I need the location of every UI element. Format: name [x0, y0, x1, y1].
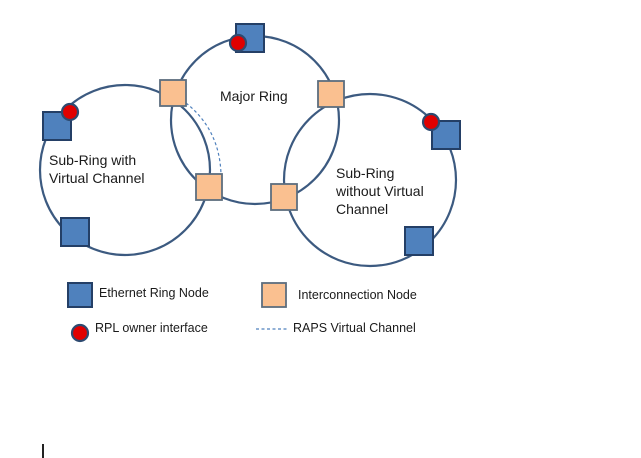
sub-ring-with-label-line1: Sub-Ring with [49, 152, 136, 168]
legend-rpl-owner-label: RPL owner interface [95, 321, 208, 335]
sub-ring-without-label-line3: Channel [336, 201, 388, 217]
legend-interconnection-node-label: Interconnection Node [298, 288, 417, 302]
rpl-owner-interface [60, 102, 80, 122]
sub-ring-with-virtual-channel [38, 83, 212, 257]
rpl-owner-interface [228, 33, 248, 53]
ethernet-ring-node [404, 226, 434, 256]
legend: Ethernet Ring Node Interconnection Node … [67, 282, 417, 343]
interconnection-node [159, 79, 187, 107]
ethernet-ring-node [60, 217, 90, 247]
sub-ring-with-label-line2: Virtual Channel [49, 170, 144, 186]
sub-ring-without-label-line1: Sub-Ring [336, 165, 394, 181]
legend-interconnection-node-icon [261, 282, 287, 308]
interconnection-node [317, 80, 345, 108]
sub-ring-without-virtual-channel [282, 92, 458, 268]
legend-ethernet-node-icon [67, 282, 93, 308]
major-ring-label: Major Ring [220, 88, 288, 104]
raps-virtual-channel-line [185, 102, 222, 176]
sub-ring-without-label-line2: without Virtual [335, 183, 424, 199]
rpl-owner-interface [421, 112, 441, 132]
interconnection-node [195, 173, 223, 201]
interconnection-node [270, 183, 298, 211]
legend-rpl-owner-icon [70, 323, 90, 343]
legend-ethernet-node-label: Ethernet Ring Node [99, 286, 209, 300]
text-cursor [42, 444, 44, 458]
legend-virtual-channel-label: RAPS Virtual Channel [293, 321, 416, 335]
